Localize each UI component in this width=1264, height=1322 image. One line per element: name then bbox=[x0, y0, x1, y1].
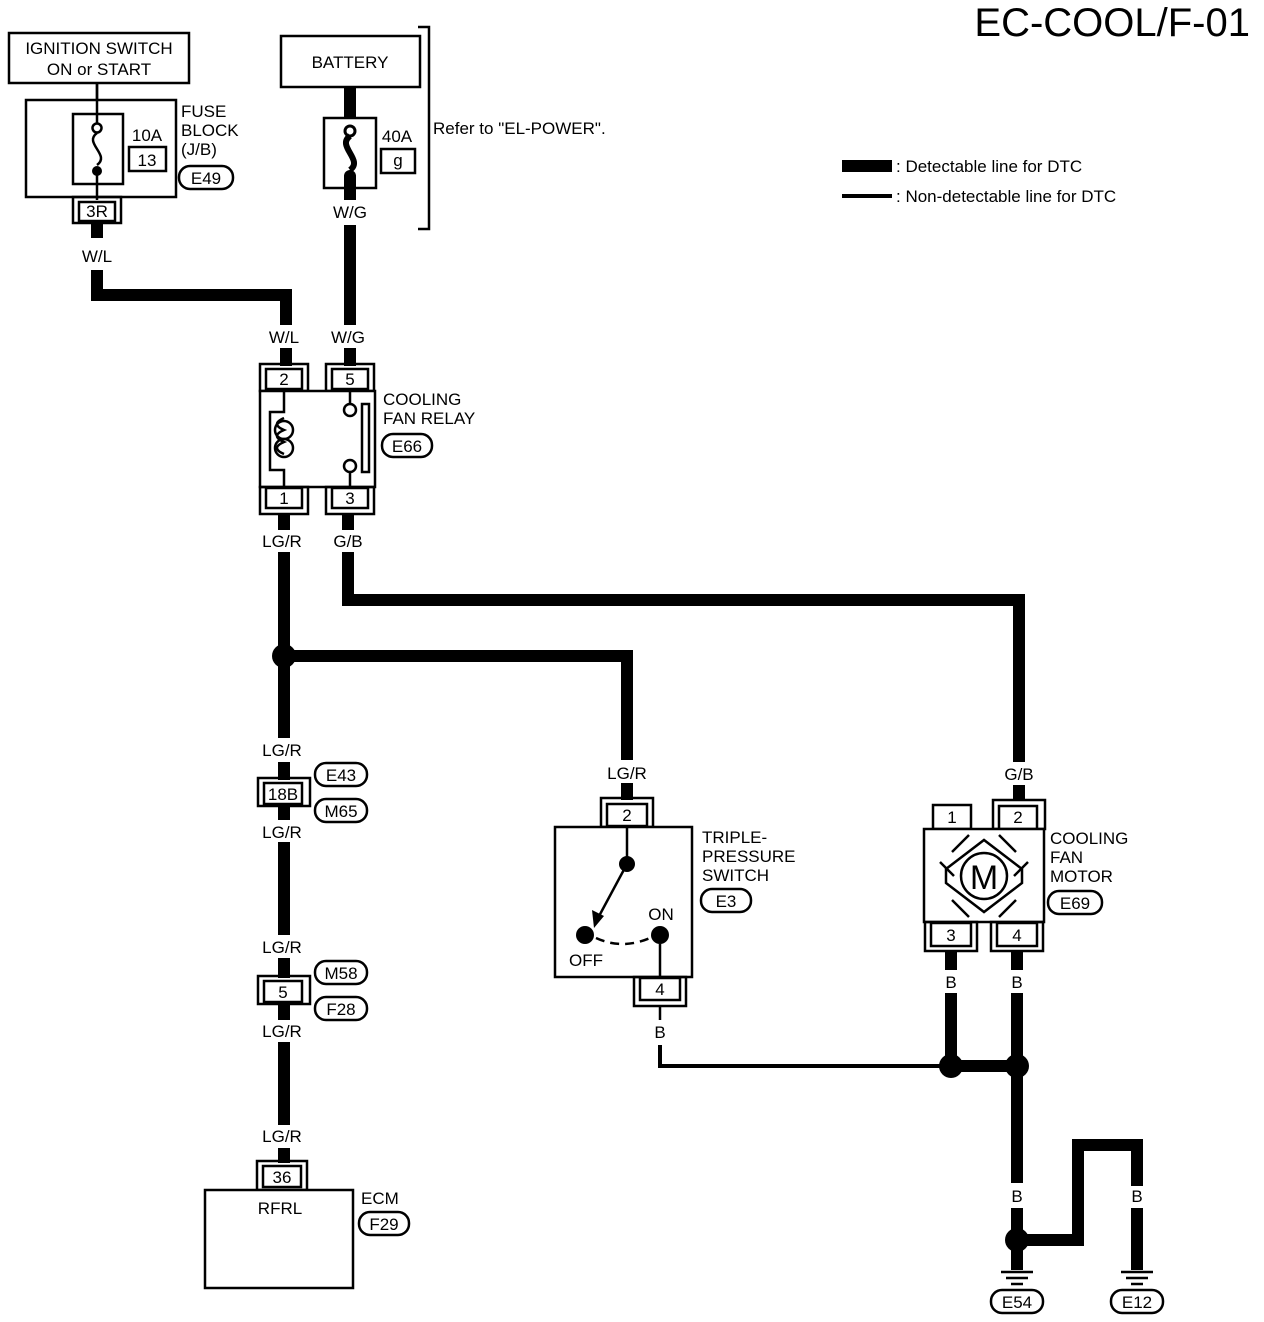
wire-label-lg-r-2: LG/R bbox=[262, 741, 302, 760]
relay-pin-2: 2 bbox=[279, 370, 288, 389]
legend-non-detectable: : Non-detectable line for DTC bbox=[896, 187, 1116, 206]
motor-pin-3: 3 bbox=[946, 926, 955, 945]
relay-line2: FAN RELAY bbox=[383, 409, 475, 428]
ecm-connector: F29 bbox=[369, 1215, 398, 1234]
switch-connector: E3 bbox=[716, 892, 737, 911]
ecm-label: ECM bbox=[361, 1189, 399, 1208]
motor-connector: E69 bbox=[1060, 894, 1090, 913]
wire-labels: W/L W/G W/L W/G LG/R G/B LG/R LG/R LG/R … bbox=[82, 203, 1143, 1206]
joint-connector-18b: 18B E43 M65 bbox=[256, 761, 369, 824]
ground-e12-label: E12 bbox=[1122, 1293, 1152, 1312]
motor-line1: COOLING bbox=[1050, 829, 1128, 848]
splice-b-2 bbox=[1005, 1054, 1029, 1078]
relay-line1: COOLING bbox=[383, 390, 461, 409]
fuse-rating: 10A bbox=[132, 126, 163, 145]
wire-label-lg-r-6: LG/R bbox=[262, 1127, 302, 1146]
relay-pin-5: 5 bbox=[345, 370, 354, 389]
wire-label-b-4: B bbox=[1011, 1187, 1022, 1206]
ignition-line1: IGNITION SWITCH bbox=[25, 39, 172, 58]
switch-pin-top: 2 bbox=[622, 806, 631, 825]
wire-label-g-b-1: G/B bbox=[333, 532, 362, 551]
legend-detectable: : Detectable line for DTC bbox=[896, 157, 1082, 176]
battery-fuse-rating: 40A bbox=[382, 127, 413, 146]
wire-label-lg-r-3: LG/R bbox=[262, 823, 302, 842]
wire-label-lg-r-4: LG/R bbox=[262, 938, 302, 957]
motor-symbol: M bbox=[970, 859, 998, 897]
ecm: 36 RFRL ECM F29 bbox=[203, 1159, 411, 1290]
ecm-terminal: RFRL bbox=[258, 1199, 302, 1218]
relay-connector: E66 bbox=[392, 437, 422, 456]
joint1-conn-a: E43 bbox=[326, 766, 356, 785]
switch-line2: PRESSURE bbox=[702, 847, 796, 866]
wire-label-w-g-1: W/G bbox=[333, 203, 367, 222]
wire-label-b-5: B bbox=[1071, 1187, 1082, 1206]
legend: : Detectable line for DTC : Non-detectab… bbox=[842, 157, 1116, 206]
joint2-conn-b: F28 bbox=[326, 1000, 355, 1019]
ground-e54-label: E54 bbox=[1002, 1293, 1032, 1312]
switch-line1: TRIPLE- bbox=[702, 828, 767, 847]
battery-fuse-number: g bbox=[393, 151, 402, 170]
triple-pressure-switch: 2 ON OFF 4 TRIPLE- PRESSURE SWITCH E3 bbox=[553, 796, 796, 1008]
fuse-block-connector: E49 bbox=[191, 169, 221, 188]
fuse-block: 10A 13 FUSE BLOCK (J/B) E49 3R bbox=[24, 83, 239, 238]
switch-on: ON bbox=[648, 905, 674, 924]
joint1-conn-b: M65 bbox=[324, 802, 357, 821]
cooling-fan-motor: 1 2 M 3 4 COOLING FAN MOTOR E69 bbox=[922, 798, 1128, 953]
wire-label-g-b-2: G/B bbox=[1004, 765, 1033, 784]
fuse-block-line2: BLOCK bbox=[181, 121, 239, 140]
wire-label-w-l-1: W/L bbox=[82, 247, 112, 266]
wires bbox=[91, 83, 1143, 1270]
ignition-line2: ON or START bbox=[47, 60, 151, 79]
wire-label-b-3: B bbox=[1011, 973, 1022, 992]
joint1-pin: 18B bbox=[268, 785, 298, 804]
ground-e12: E12 bbox=[1109, 1270, 1165, 1315]
fuse-block-pin: 3R bbox=[86, 202, 108, 221]
motor-line2: FAN bbox=[1050, 848, 1083, 867]
motor-pin-1: 1 bbox=[947, 808, 956, 827]
motor-pin-2: 2 bbox=[1013, 808, 1022, 827]
motor-line3: MOTOR bbox=[1050, 867, 1113, 886]
page-id: EC-COOL/F-01 bbox=[974, 1, 1250, 45]
battery: BATTERY 40A g Refer to "EL-POWER". bbox=[279, 25, 606, 231]
motor-pin-4: 4 bbox=[1012, 926, 1021, 945]
switch-pin-bottom: 4 bbox=[655, 980, 664, 999]
splice-b-1 bbox=[939, 1054, 963, 1078]
ground-e54: E54 bbox=[989, 1270, 1045, 1315]
wire-label-w-l-2: W/L bbox=[269, 328, 299, 347]
fuse-block-line3: (J/B) bbox=[181, 140, 217, 159]
joint2-pin: 5 bbox=[278, 983, 287, 1002]
relay-pin-3: 3 bbox=[345, 489, 354, 508]
wire-label-lg-r-7: LG/R bbox=[607, 764, 647, 783]
ecm-pin: 36 bbox=[273, 1168, 292, 1187]
wire-label-b-6: B bbox=[1131, 1187, 1142, 1206]
joint-connector-5: 5 M58 F28 bbox=[256, 959, 369, 1022]
wire-label-lg-r-1: LG/R bbox=[262, 532, 302, 551]
battery-label: BATTERY bbox=[312, 53, 389, 72]
cooling-fan-relay: 2 5 1 3 COOLING FAN RELAY E66 bbox=[258, 362, 475, 516]
splice-lg-r bbox=[272, 644, 296, 668]
wire-label-w-g-2: W/G bbox=[331, 328, 365, 347]
switch-line3: SWITCH bbox=[702, 866, 769, 885]
wire-label-b-2: B bbox=[945, 973, 956, 992]
joint2-conn-a: M58 bbox=[324, 964, 357, 983]
splice-dots bbox=[272, 644, 1029, 1252]
note-el-power: Refer to "EL-POWER". bbox=[433, 119, 606, 138]
fuse-number: 13 bbox=[138, 151, 157, 170]
wire-label-lg-r-5: LG/R bbox=[262, 1022, 302, 1041]
fuse-block-line1: FUSE bbox=[181, 102, 226, 121]
relay-pin-1: 1 bbox=[279, 489, 288, 508]
ignition-switch: IGNITION SWITCH ON or START bbox=[7, 31, 191, 85]
wire-label-b-1: B bbox=[654, 1023, 665, 1042]
splice-ground bbox=[1005, 1228, 1029, 1252]
switch-off: OFF bbox=[569, 951, 603, 970]
